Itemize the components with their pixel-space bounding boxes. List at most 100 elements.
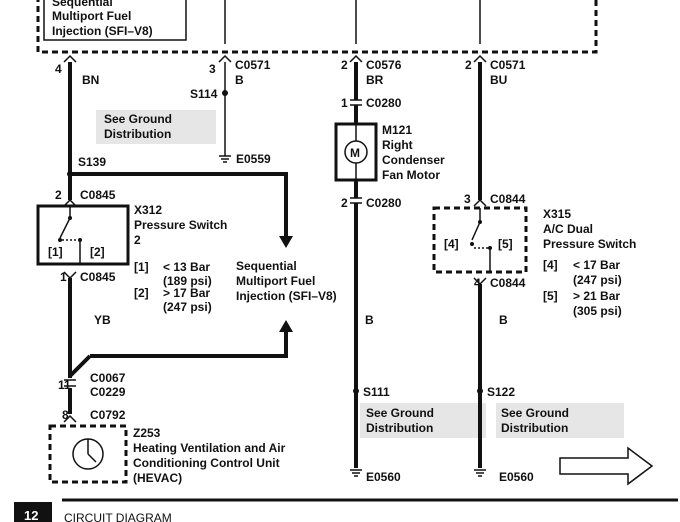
wire-b-mid-label: B [365, 313, 374, 327]
m121-fan-motor: M [334, 122, 378, 182]
x312-contact2: [2] [90, 245, 105, 259]
switch-icon [470, 208, 492, 272]
sfi-mid-line2: Multiport Fuel [236, 274, 315, 288]
x312-name-line1: Pressure Switch [134, 218, 227, 232]
c0571-mid-name: C0571 [235, 58, 271, 72]
c0280-top-name: C0280 [366, 96, 402, 110]
z253-line1: Heating Ventilation and Air [133, 441, 286, 455]
ground-icon [474, 469, 486, 477]
sfi-mid-line1: Sequential [236, 259, 297, 273]
c0571-left-pin: 4 [55, 62, 62, 76]
z253-hevac [48, 424, 128, 484]
page-number: 12 [24, 508, 38, 522]
z253-line2: Conditioning Control Unit [133, 456, 280, 470]
x315-contact1: [4] [444, 237, 459, 251]
connector-icon [473, 198, 487, 207]
e0559-label: E0559 [236, 152, 271, 166]
m121-line1: Right [382, 138, 413, 152]
x312-id: X312 [134, 203, 162, 217]
c0571-left-wire: BN [82, 73, 99, 87]
wire-yb-diagonal [68, 354, 92, 378]
c0571-right-name: C0571 [490, 58, 526, 72]
sfi-top-line3: Injection (SFI–V8) [52, 24, 153, 38]
splice-dot-icon [353, 388, 359, 394]
m121-id: M121 [382, 123, 412, 137]
c0571-right-wire: BU [490, 73, 507, 87]
ground-icon [219, 155, 231, 163]
c0571-right-pin: 2 [465, 58, 472, 72]
c0845-top-pin: 2 [55, 188, 62, 202]
connector-icon [63, 198, 77, 207]
z253-line3: (HEVAC) [133, 471, 182, 485]
x312-spec1-key: [1] [134, 260, 149, 274]
x315-spec2-key: [5] [543, 289, 558, 303]
s139-label: S139 [78, 155, 106, 169]
see-ground-box-2 [360, 403, 486, 438]
s122-label: S122 [487, 385, 515, 399]
x315-spec2-a: > 21 Bar [573, 289, 620, 303]
see-ground-3-line1: See Ground [501, 406, 569, 420]
c0280-bot-pin: 2 [341, 196, 348, 210]
see-ground-2-line1: See Ground [366, 406, 434, 420]
m121-line3: Fan Motor [382, 168, 440, 182]
connector-icon [350, 197, 362, 204]
x315-ac-pressure-switch: [4] [5] [432, 206, 528, 274]
s114-label: S114 [190, 87, 218, 101]
c0844-top-name: C0844 [490, 192, 526, 206]
see-ground-box-1 [96, 110, 216, 144]
next-page-arrow-icon[interactable] [559, 446, 654, 486]
x312-spec2-a: > 17 Bar [163, 286, 210, 300]
wire-yb-label: YB [94, 313, 111, 327]
e0560-b-label: E0560 [499, 470, 534, 484]
c0792-name: C0792 [90, 408, 126, 422]
x312-spec2-b: (247 psi) [163, 300, 212, 314]
connector-icon [63, 54, 487, 63]
x315-contact2: [5] [498, 237, 513, 251]
m121-line2: Condenser [382, 153, 445, 167]
c0229-name: C0229 [90, 385, 126, 399]
c0067-pin: 11 [58, 378, 71, 392]
splice-dot-icon [477, 388, 483, 394]
c0792-pin: 8 [62, 408, 69, 422]
x315-spec1-key: [4] [543, 258, 558, 272]
gauge-icon [72, 438, 104, 470]
x312-name-line2: 2 [134, 233, 141, 247]
arrow-icon [279, 320, 293, 332]
connector-icon [63, 414, 77, 423]
sfi-module-top: Sequential Multiport Fuel Injection (SFI… [36, 0, 598, 54]
c0571-mid-pin: 3 [209, 62, 216, 76]
footer-title: CIRCUIT DIAGRAM [64, 511, 172, 522]
x312-spec1-a: < 13 Bar [163, 260, 210, 274]
c0280-bot-name: C0280 [366, 196, 402, 210]
c0844-bot-pin: 4 [474, 276, 481, 290]
see-ground-box-3 [496, 403, 624, 438]
see-ground-1-line1: See Ground [104, 112, 172, 126]
e0560-a-label: E0560 [366, 470, 401, 484]
c0845-bot-name: C0845 [80, 270, 116, 284]
x312-box [36, 204, 130, 266]
motor-icon: M [344, 140, 368, 164]
c0576-pin: 2 [341, 58, 348, 72]
see-ground-2-line2: Distribution [366, 421, 433, 435]
x312-pressure-switch: [1] [2] [36, 204, 130, 266]
ground-icon [350, 469, 362, 477]
m121-symbol: M [350, 146, 360, 160]
sfi-top-line1: Sequential [52, 0, 113, 9]
sfi-top-line2: Multiport Fuel [52, 9, 131, 23]
splice-dot-icon [222, 90, 228, 96]
x315-spec1-a: < 17 Bar [573, 258, 620, 272]
s111-label: S111 [363, 385, 390, 399]
see-ground-1-line2: Distribution [104, 127, 171, 141]
connector-icon [350, 99, 362, 106]
sfi-mid-line3: Injection (SFI–V8) [236, 289, 337, 303]
x315-spec1-b: (247 psi) [573, 273, 622, 287]
z253-id: Z253 [133, 426, 161, 440]
c0280-top-pin: 1 [341, 96, 348, 110]
x312-spec2-key: [2] [134, 286, 149, 300]
x312-spec1-b: (189 psi) [163, 274, 212, 288]
x315-spec2-b: (305 psi) [573, 304, 622, 318]
page-number-block [14, 502, 52, 522]
arrow-icon [279, 236, 293, 248]
c0067-name: C0067 [90, 371, 126, 385]
